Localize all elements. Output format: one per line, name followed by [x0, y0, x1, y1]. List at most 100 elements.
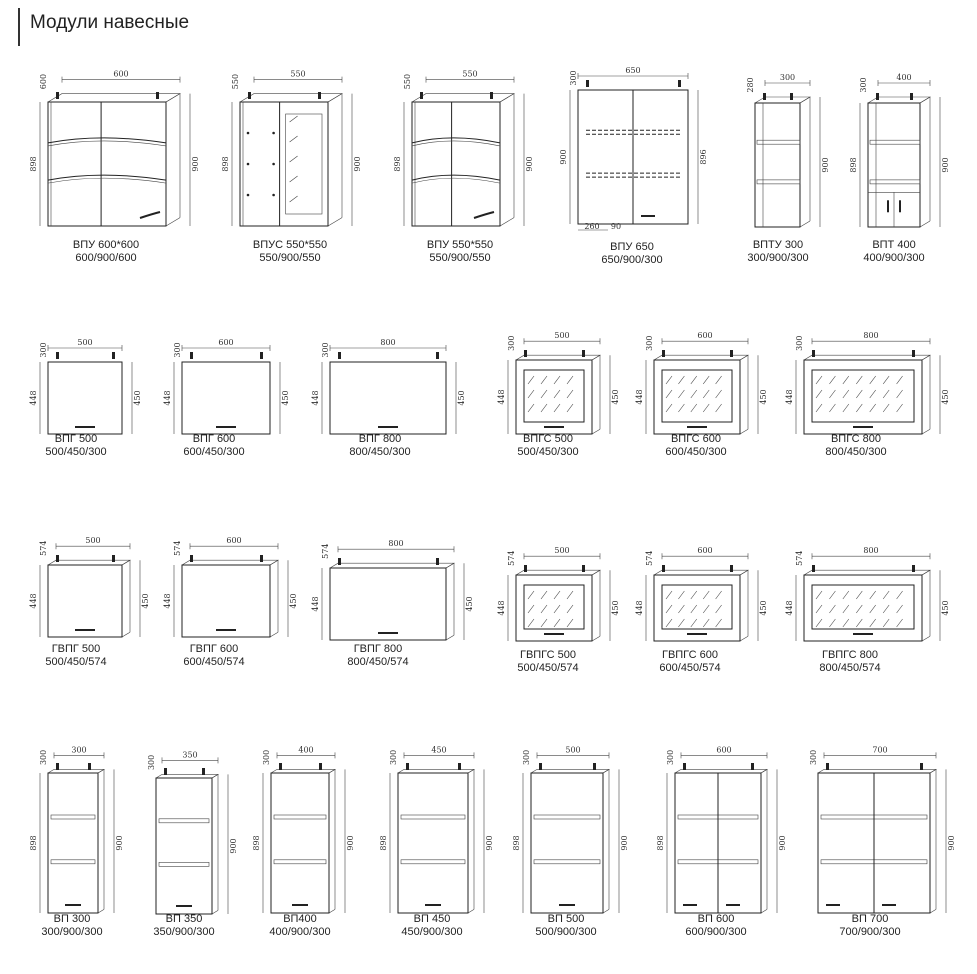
bracket-icon — [260, 352, 263, 359]
cabinet-top — [803, 354, 932, 361]
cabinet-top — [803, 569, 932, 576]
cabinet-body — [47, 101, 167, 227]
mount-hole — [272, 193, 275, 197]
module-name: ВП 500 — [548, 913, 585, 925]
module-name: ВП 300 — [54, 913, 91, 925]
shelf — [400, 814, 466, 820]
height-dimension-left: 448 — [163, 390, 172, 405]
page-title: Модули навесные — [30, 12, 190, 33]
height-dimension-right: 900 — [353, 156, 362, 171]
width-dimension: 500 — [554, 546, 569, 555]
bracket-icon — [539, 763, 542, 770]
depth-dimension: 300 — [507, 336, 516, 351]
handle-icon — [139, 211, 161, 219]
width-dimension: 700 — [872, 745, 887, 754]
bracket-icon — [190, 352, 193, 359]
module-size: 800/450/574 — [347, 656, 408, 668]
cabinet-top — [653, 354, 750, 361]
height-dimension-left: 448 — [311, 596, 320, 611]
bracket-icon — [248, 92, 251, 99]
shelf — [869, 179, 921, 185]
height-dimension-left: 448 — [497, 389, 506, 404]
height-dimension-right: 450 — [941, 389, 950, 404]
bracket-icon — [662, 350, 665, 357]
depth-dimension: 300 — [173, 342, 182, 357]
glass-hatch — [882, 618, 890, 628]
height-dimension-left: 448 — [635, 600, 644, 615]
glass-hatch — [856, 403, 863, 413]
glass-hatch — [540, 403, 548, 413]
height-dimension-left: 900 — [559, 149, 568, 164]
title-divider — [18, 8, 20, 46]
width-dimension: 800 — [863, 546, 878, 555]
module-size: 800/450/300 — [349, 446, 410, 458]
glass-hatch — [553, 375, 561, 385]
depth-dimension: 280 — [746, 77, 755, 92]
handle-icon — [473, 211, 495, 219]
bracket-icon — [406, 763, 409, 770]
bracket-icon — [524, 350, 527, 357]
module-name: ВП 700 — [852, 913, 889, 925]
height-dimension-left: 448 — [311, 390, 320, 405]
module-name: ВПГС 500 — [523, 433, 573, 445]
depth-dimension: 300 — [809, 750, 818, 765]
glass-hatch — [540, 389, 548, 399]
glass-hatch — [815, 375, 823, 385]
cabinet-body — [411, 101, 501, 227]
glass-hatch — [869, 375, 876, 385]
height-dimension-right: 450 — [289, 593, 298, 608]
glass-hatch — [829, 590, 836, 600]
cabinet-top — [530, 769, 611, 774]
glass-hatch — [553, 618, 561, 628]
cabinet-body — [515, 574, 593, 642]
glass-hatch — [869, 604, 876, 614]
glass-hatch — [678, 389, 685, 399]
height-dimension-left: 898 — [29, 156, 38, 171]
height-dimension-right: 900 — [947, 835, 956, 850]
height-dimension-right: 900 — [191, 156, 200, 171]
mount-hole — [246, 193, 250, 197]
shelf — [50, 814, 96, 820]
shelf — [47, 137, 167, 144]
height-dimension-right: 896 — [699, 149, 708, 164]
cabinet-body — [47, 772, 99, 914]
glass-hatch — [856, 389, 863, 399]
height-dimension-left: 448 — [497, 600, 506, 615]
module-name: ВПТУ 300 — [753, 239, 803, 251]
module-size: 500/900/300 — [535, 926, 596, 938]
height-dimension-left: 448 — [785, 389, 794, 404]
height-dimension-right: 450 — [611, 389, 620, 404]
glass-hatch — [702, 590, 710, 600]
depth-dimension: 574 — [173, 541, 182, 556]
glass-hatch — [566, 389, 574, 399]
depth-dimension: 574 — [39, 541, 48, 556]
bracket-icon — [582, 350, 585, 357]
cabinet-top — [47, 93, 182, 103]
width-dimension: 300 — [71, 745, 86, 754]
cabinet-top — [515, 569, 602, 576]
module-size: 300/900/300 — [747, 252, 808, 264]
cabinet-body — [329, 361, 447, 435]
glass-frame — [661, 584, 733, 630]
shelf — [158, 818, 210, 824]
glass-hatch — [896, 590, 903, 600]
cabinet-body — [653, 359, 741, 435]
glass-hatch — [690, 403, 698, 413]
glass-hatch — [690, 389, 698, 399]
height-dimension-right: 450 — [281, 390, 290, 405]
height-dimension-left: 898 — [29, 835, 38, 850]
cabinet-top — [411, 93, 516, 103]
module-size: 550/900/550 — [259, 252, 320, 264]
depth-dimension: 300 — [39, 342, 48, 357]
width-dimension: 600 — [113, 70, 128, 79]
height-dimension-left: 448 — [635, 389, 644, 404]
glass-hatch — [690, 375, 698, 385]
height-dimension-left: 898 — [252, 835, 261, 850]
shelf — [411, 174, 501, 181]
module-size: 600/900/600 — [75, 252, 136, 264]
